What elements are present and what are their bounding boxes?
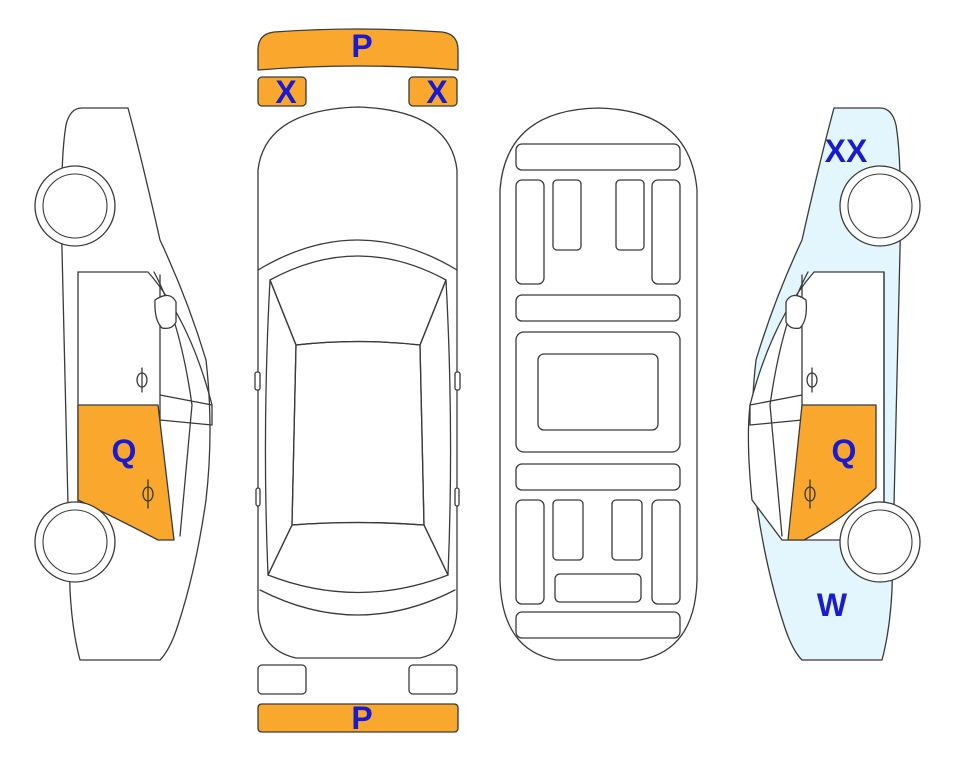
underbody-front-left-rail: [515, 179, 545, 285]
code-left-rear-door: Q: [112, 433, 137, 469]
left-side-handle-rear: [142, 479, 154, 509]
right-side-view: XX Q W: [747, 107, 921, 661]
right-side-handle-rear: [804, 479, 816, 509]
underbody-crossmember-2: [515, 463, 681, 491]
underbody-rear-bar: [515, 611, 681, 639]
top-view: P X X P: [254, 28, 461, 736]
code-front-bumper: P: [351, 28, 372, 64]
underbody-crossmember-1: [515, 294, 681, 322]
underbody-front-right-block: [615, 179, 645, 251]
front-light-right-damage: [408, 76, 458, 107]
left-side-handle-front: [136, 367, 148, 393]
underbody-front-left-block: [552, 179, 582, 251]
underbody-rear-right-block: [611, 499, 643, 561]
front-light-left-damage: [257, 76, 307, 107]
left-side-rear-wheel: [34, 501, 116, 583]
left-side-roof-line: [77, 271, 213, 406]
right-side-front-wheel: [839, 165, 921, 247]
underbody-rear-right-rail: [651, 499, 681, 605]
left-side-belt-line: [159, 394, 213, 426]
rear-light-right: [408, 664, 458, 695]
left-side-front-hub: [42, 173, 108, 239]
underbody-rear-left-block: [552, 499, 584, 561]
code-right-rear-quarter: W: [817, 587, 848, 623]
code-rear-bumper: P: [351, 700, 372, 736]
left-side-rear-hub: [42, 509, 108, 575]
top-view-body: [257, 106, 458, 659]
underbody-center-panel: [537, 353, 659, 431]
underbody-front-right-rail: [651, 179, 681, 285]
right-side-front-hub: [847, 173, 913, 239]
left-side-mirror: [154, 294, 177, 330]
underbody-rear-left-rail: [515, 499, 545, 605]
top-view-left-mirror: [254, 371, 261, 391]
underbody-rear-tank: [554, 573, 642, 603]
front-bumper-damage: [257, 28, 459, 71]
top-view-windshield-base: [257, 239, 458, 271]
code-right-front-door: Q: [832, 433, 857, 469]
left-side-view: Q: [34, 107, 213, 661]
rear-bumper-damage: [257, 703, 459, 733]
right-side-rear-wheel: [839, 501, 921, 583]
right-side-rear-hub: [847, 509, 913, 575]
code-front-light-left: X: [275, 74, 297, 110]
left-side-front-wheel: [34, 165, 116, 247]
underbody-view: [499, 107, 698, 661]
underbody-front-bar: [515, 143, 681, 171]
top-view-left-handle: [255, 487, 261, 507]
top-view-rear-window: [267, 521, 449, 594]
top-view-trunk: [259, 589, 456, 616]
right-side-mirror: [785, 294, 808, 330]
code-right-front-fender: XX: [825, 133, 868, 169]
top-view-right-handle: [454, 487, 460, 507]
top-view-right-mirror: [454, 371, 461, 391]
rear-light-left: [257, 664, 307, 695]
right-side-belt-line: [749, 394, 803, 426]
right-side-handle-front: [806, 367, 818, 393]
code-front-light-right: X: [426, 74, 448, 110]
